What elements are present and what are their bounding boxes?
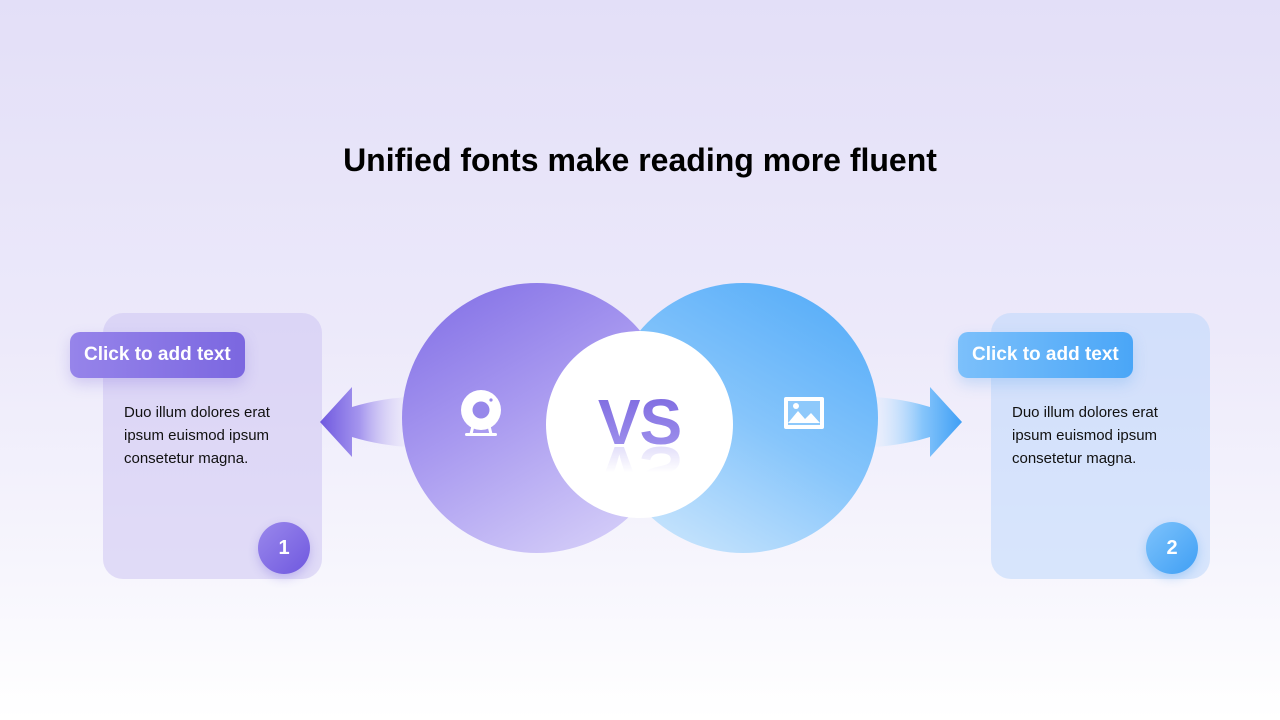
right-description: Duo illum dolores erat ipsum euismod ips… <box>1012 404 1158 467</box>
vs-disc: VS VS <box>546 331 733 518</box>
left-label-button[interactable]: Click to add text <box>70 332 245 378</box>
image-icon <box>784 397 824 429</box>
slide-title: Unified fonts make reading more fluent <box>343 142 937 178</box>
right-label-button[interactable]: Click to add text <box>958 332 1133 378</box>
left-description: Duo illum dolores erat ipsum euismod ips… <box>124 404 270 467</box>
webcam-icon <box>461 390 501 436</box>
vs-reflection: VS <box>546 433 733 505</box>
left-number-badge: 1 <box>258 522 310 574</box>
right-number-badge: 2 <box>1146 522 1198 574</box>
right-arrow-icon <box>874 387 962 457</box>
vs-text: VS <box>546 386 733 458</box>
left-arrow-icon <box>320 387 408 457</box>
